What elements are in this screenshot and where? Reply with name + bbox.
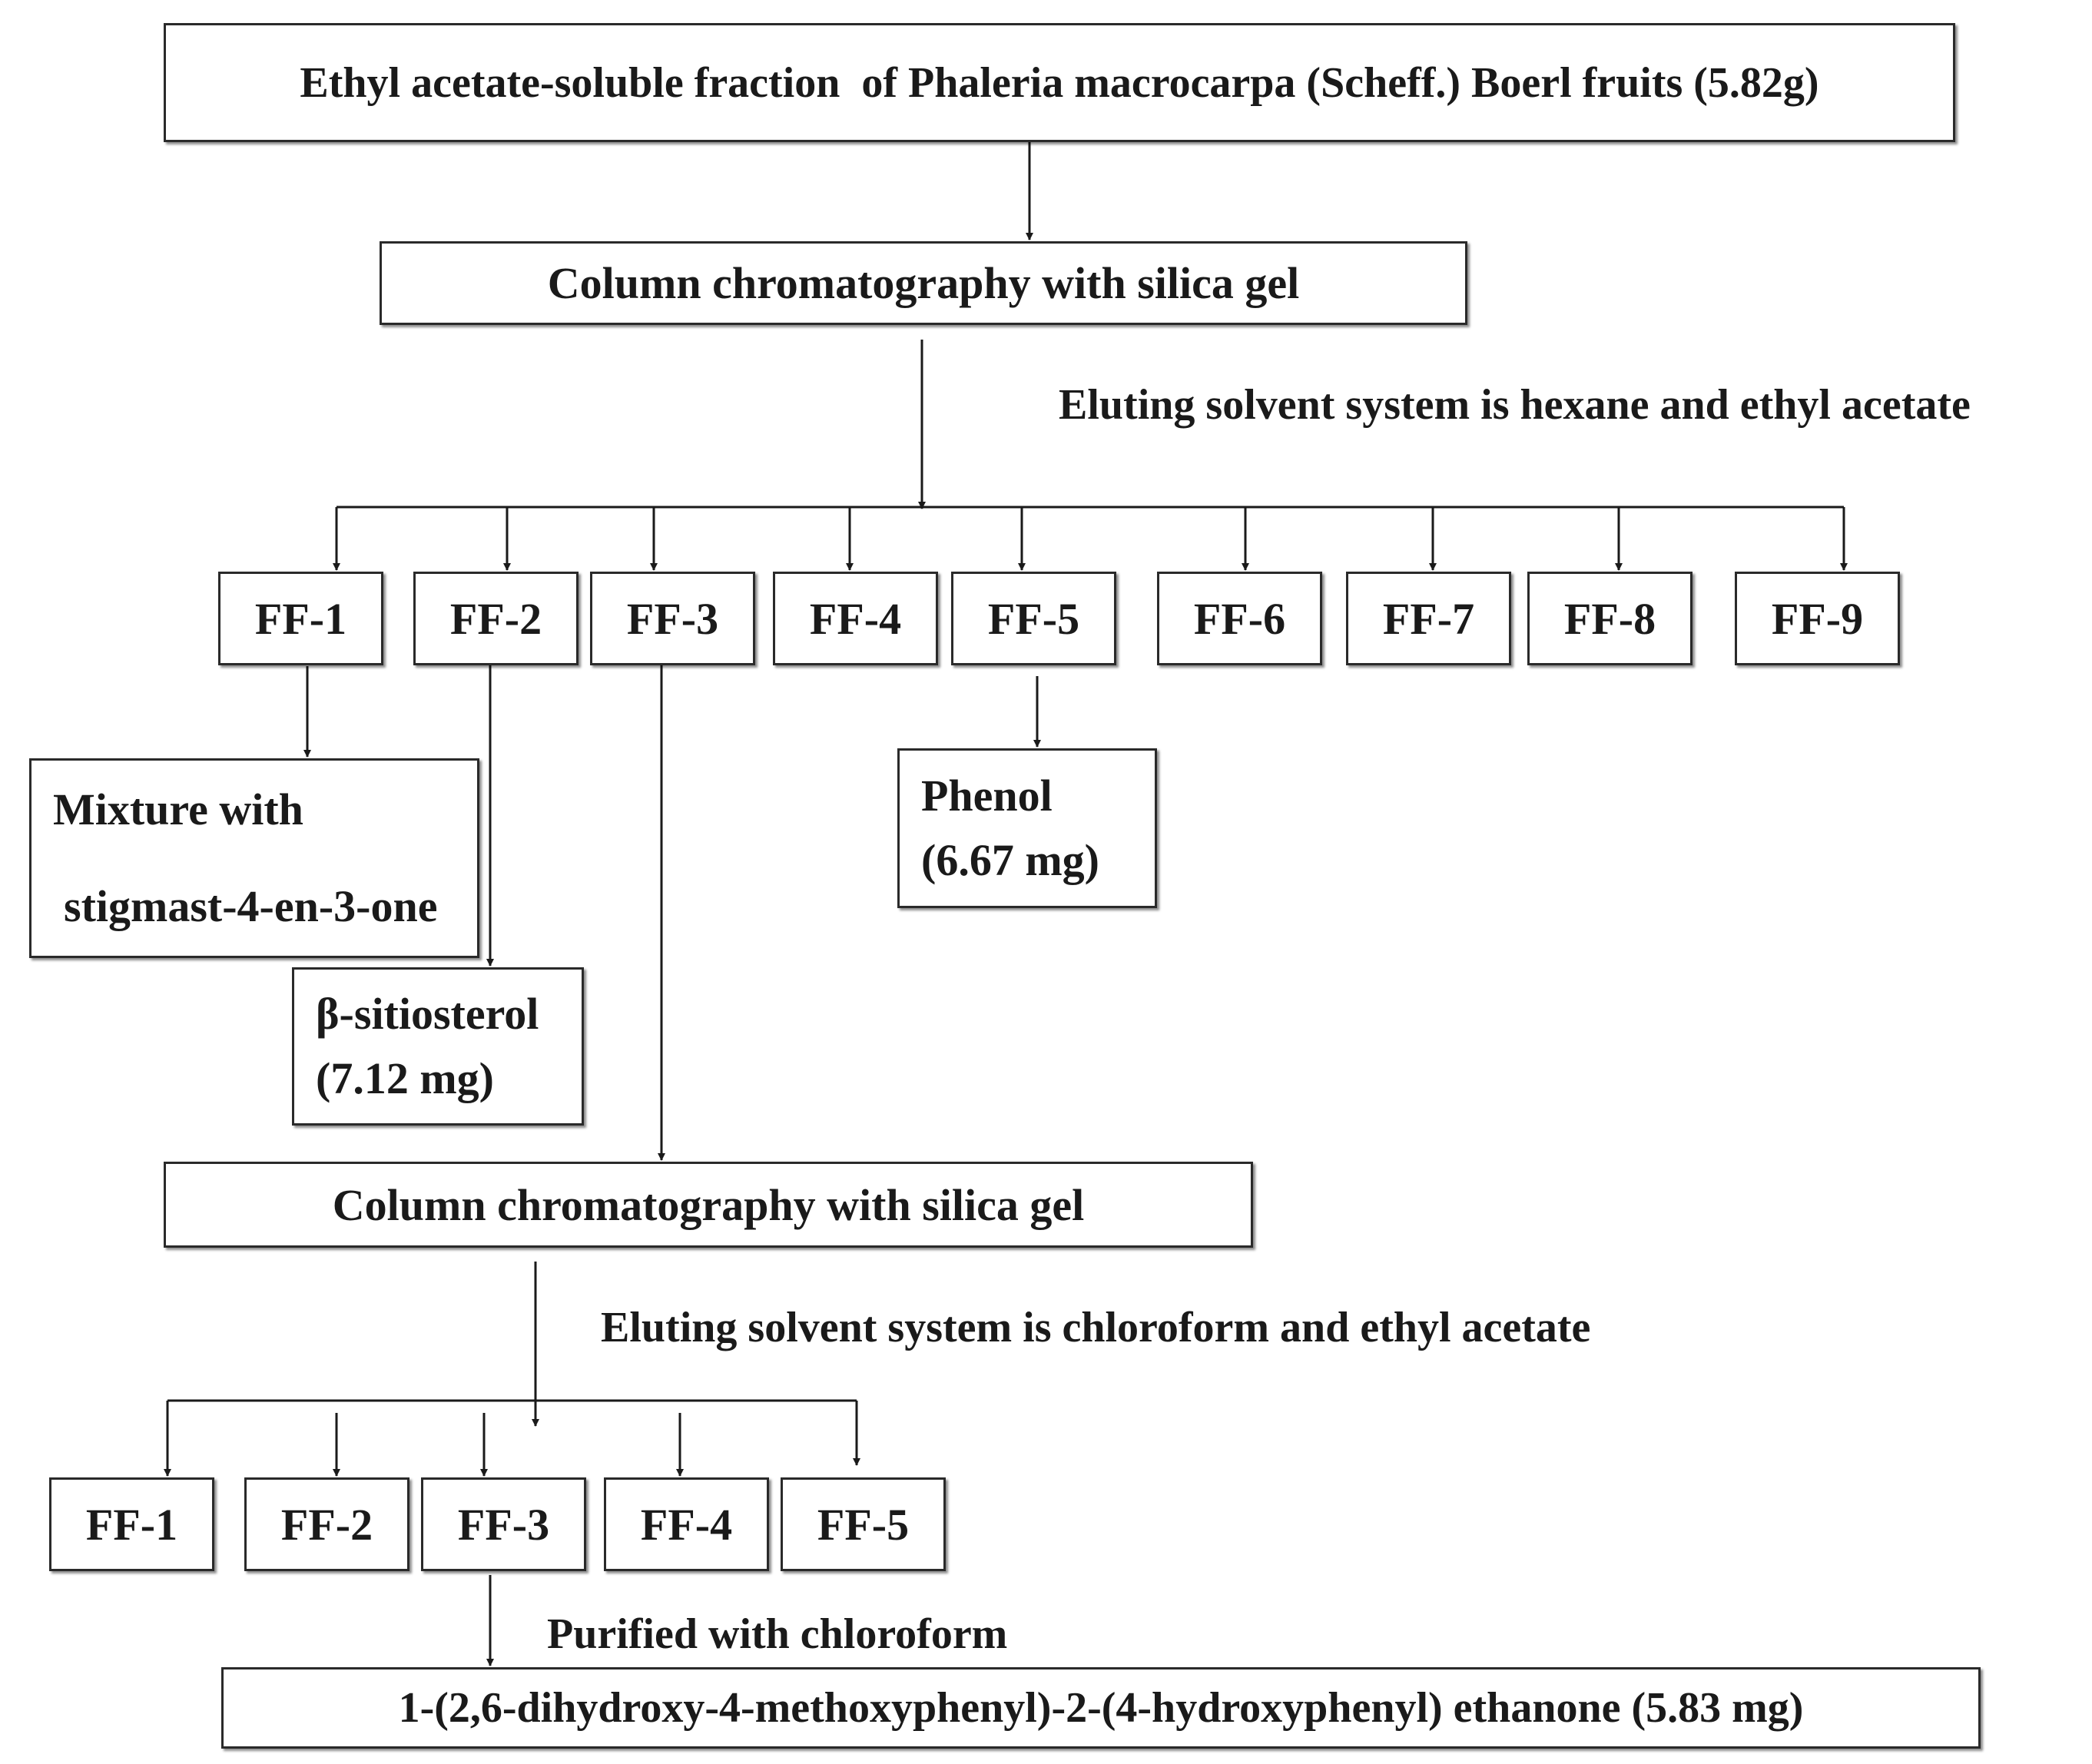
fraction-ff1-bottom: FF-1: [49, 1477, 214, 1571]
sitosterol-line2: (7.12 mg): [316, 1053, 494, 1103]
column-chromatography-2-box: Column chromatography with silica gel: [164, 1162, 1253, 1248]
column-chromatography-1-box: Column chromatography with silica gel: [380, 241, 1467, 325]
fraction-ff2-bottom-label: FF-2: [280, 1499, 373, 1550]
fraction-ff5-top: FF-5: [951, 572, 1116, 665]
start-material-text: Ethyl acetate-soluble fraction of Phaler…: [300, 58, 1819, 107]
fraction-ff2-top-label: FF-2: [449, 593, 542, 644]
fraction-ff8-top: FF-8: [1527, 572, 1692, 665]
fraction-ff7-top: FF-7: [1346, 572, 1511, 665]
fraction-ff2-bottom: FF-2: [244, 1477, 409, 1571]
fraction-ff6-top: FF-6: [1157, 572, 1322, 665]
fraction-ff6-top-label: FF-6: [1193, 593, 1286, 644]
final-product-box: 1-(2,6-dihydroxy-4-methoxyphenyl)-2-(4-h…: [221, 1667, 1981, 1749]
purification-note: Purified with chloroform: [547, 1610, 1008, 1658]
phenol-line2: (6.67 mg): [921, 835, 1099, 885]
start-material-box: Ethyl acetate-soluble fraction of Phaler…: [164, 23, 1955, 142]
fraction-ff9-top: FF-9: [1735, 572, 1900, 665]
fraction-ff2-top: FF-2: [413, 572, 579, 665]
fraction-ff4-bottom-label: FF-4: [640, 1499, 733, 1550]
fraction-ff5-top-label: FF-5: [987, 593, 1080, 644]
eluting-solvent-1: Eluting solvent system is hexane and eth…: [1059, 381, 1971, 429]
phenol-line1: Phenol: [921, 771, 1053, 821]
fraction-ff8-top-label: FF-8: [1563, 593, 1656, 644]
fraction-ff7-top-label: FF-7: [1382, 593, 1475, 644]
mixture-line1: Mixture with: [53, 784, 303, 834]
fraction-ff3-bottom-label: FF-3: [457, 1499, 550, 1550]
fraction-ff9-top-label: FF-9: [1771, 593, 1864, 644]
fraction-ff3-top-label: FF-3: [626, 593, 719, 644]
sitosterol-line1: β-sitiosterol: [316, 989, 539, 1039]
fraction-ff1-bottom-label: FF-1: [85, 1499, 178, 1550]
fraction-ff5-bottom: FF-5: [781, 1477, 946, 1571]
fraction-ff4-top-label: FF-4: [809, 593, 902, 644]
mixture-stigmastenone-box: Mixture with stigmast-4-en-3-one: [29, 758, 479, 958]
fraction-ff5-bottom-label: FF-5: [817, 1499, 910, 1550]
fraction-ff1-top-label: FF-1: [254, 593, 347, 644]
sitosterol-box: β-sitiosterol (7.12 mg): [292, 967, 584, 1126]
final-product-text: 1-(2,6-dihydroxy-4-methoxyphenyl)-2-(4-h…: [398, 1684, 1804, 1732]
mixture-line2: stigmast-4-en-3-one: [64, 881, 438, 931]
fraction-ff4-top: FF-4: [773, 572, 938, 665]
fraction-ff3-bottom: FF-3: [421, 1477, 586, 1571]
fraction-ff1-top: FF-1: [218, 572, 383, 665]
fraction-ff4-bottom: FF-4: [604, 1477, 769, 1571]
column-chromatography-1-text: Column chromatography with silica gel: [547, 258, 1300, 308]
phenol-box: Phenol (6.67 mg): [897, 748, 1157, 908]
fraction-ff3-top: FF-3: [590, 572, 755, 665]
eluting-solvent-2: Eluting solvent system is chloroform and…: [601, 1304, 1591, 1351]
column-chromatography-2-text: Column chromatography with silica gel: [332, 1179, 1085, 1230]
